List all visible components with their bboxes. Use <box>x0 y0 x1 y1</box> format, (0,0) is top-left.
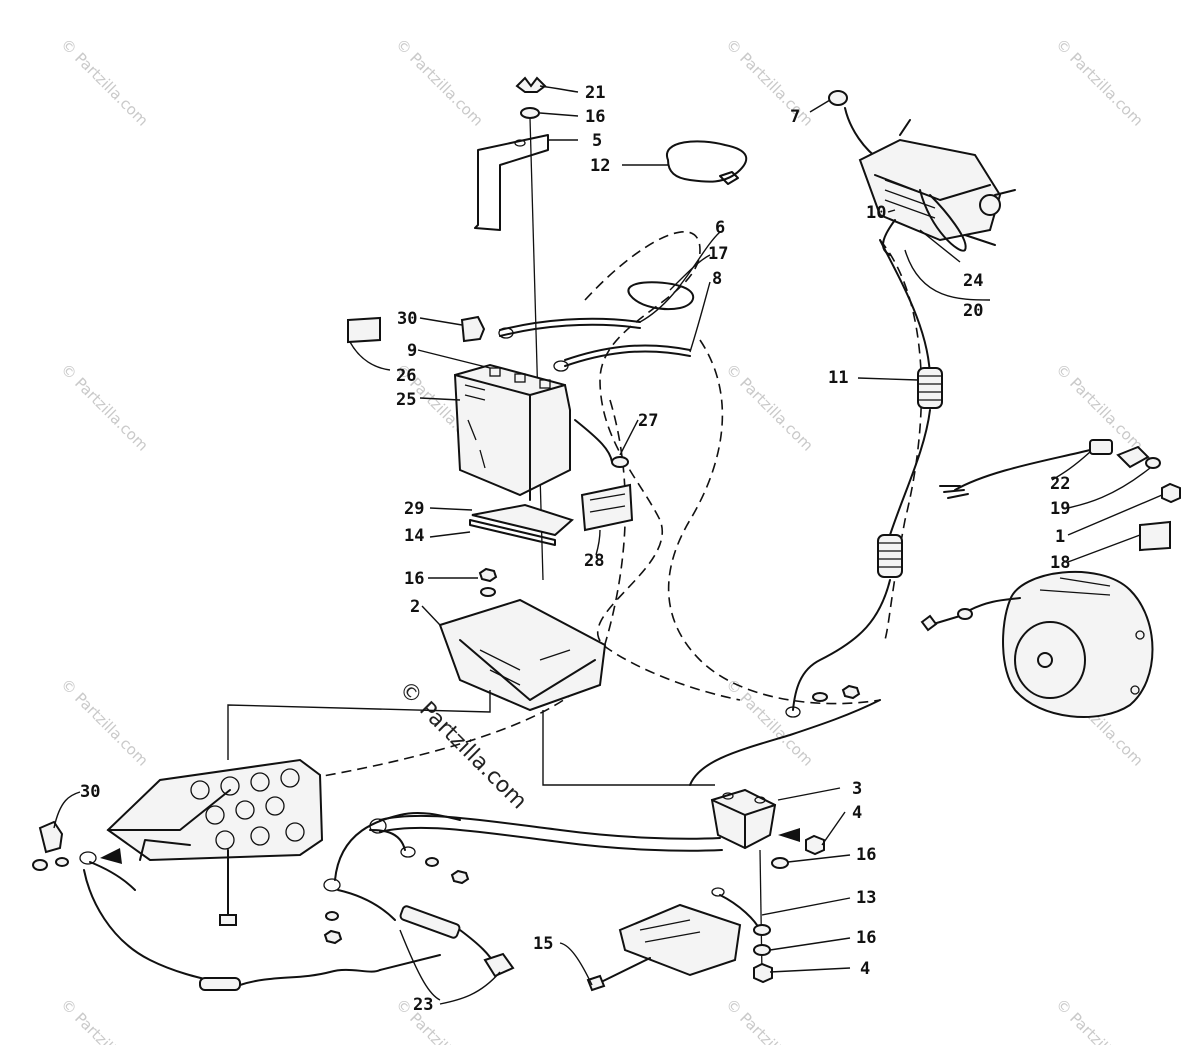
watermark: © Partzilla.com <box>392 995 487 1045</box>
callout-17: 17 <box>708 244 728 264</box>
callout-14: 14 <box>404 526 424 546</box>
pointer-arrow <box>778 828 800 842</box>
strap-24 <box>919 189 967 252</box>
switch-19 <box>1116 445 1161 469</box>
vent-fitting-27 <box>574 419 629 468</box>
watermark: © Partzilla.com <box>722 35 817 130</box>
harness-23 <box>323 811 515 978</box>
bolt-15 <box>586 957 651 992</box>
cap-1 <box>1161 482 1181 504</box>
harness-22 <box>939 439 1113 499</box>
hold-down-bracket-5 <box>474 134 549 231</box>
washer-16-lower <box>753 924 771 956</box>
callout-8: 8 <box>712 269 722 289</box>
callout-6: 6 <box>715 218 725 238</box>
callout-25: 25 <box>396 390 416 410</box>
callout-19: 19 <box>1050 499 1070 519</box>
callout-3: 3 <box>852 779 862 799</box>
callout-16: 16 <box>856 928 876 948</box>
solenoid-stud <box>759 849 763 976</box>
watermark: © Partzilla.com <box>57 675 152 770</box>
callout-leaders <box>53 85 1163 1005</box>
hold-down-rod <box>529 117 544 581</box>
nut-4-lower <box>753 962 773 984</box>
ground-cable <box>32 851 381 991</box>
watermark: © Partzilla.com <box>1052 35 1147 130</box>
callout-9: 9 <box>407 341 417 361</box>
callout-26: 26 <box>396 366 416 386</box>
callout-18: 18 <box>1050 553 1070 573</box>
callout-28: 28 <box>584 551 604 571</box>
decal-26 <box>347 316 381 344</box>
battery-cable-8 <box>553 344 691 372</box>
callout-30: 30 <box>397 309 417 329</box>
callout-16: 16 <box>856 845 876 865</box>
watermark: © Partzilla.com <box>392 35 487 130</box>
assembly-guide-line <box>542 710 715 786</box>
battery-pad-29 <box>471 503 574 537</box>
wing-nut-21 <box>515 76 547 93</box>
callout-22: 22 <box>1050 474 1070 494</box>
callout-labels: 21 16 5 12 6 17 8 30 9 26 25 27 29 14 28… <box>80 83 1070 1015</box>
callout-16: 16 <box>404 569 424 589</box>
washer-16-right <box>771 857 789 869</box>
washer-16 <box>520 107 540 119</box>
callout-1: 1 <box>1055 527 1065 547</box>
watermark: © Partzilla.com <box>722 360 817 455</box>
callout-16: 16 <box>585 107 605 127</box>
engine-block <box>106 758 324 862</box>
callout-27: 27 <box>638 411 658 431</box>
callout-7: 7 <box>790 107 800 127</box>
starter-wire-11 <box>785 239 943 718</box>
callout-4: 4 <box>860 959 870 979</box>
battery-25 <box>453 363 571 501</box>
callout-2: 2 <box>410 597 420 617</box>
heat-shield-28 <box>580 483 634 532</box>
bolt <box>219 849 237 926</box>
watermark: © Partzilla.com <box>722 675 817 770</box>
watermark: © Partzilla.com <box>57 360 152 455</box>
starter-motor <box>828 90 1016 256</box>
callout-20: 20 <box>963 301 983 321</box>
battery-tray-2 <box>438 598 607 712</box>
nut-washer <box>812 684 861 702</box>
terminal-boot-30 <box>460 315 486 343</box>
callout-15: 15 <box>533 934 553 954</box>
callout-24: 24 <box>963 271 983 291</box>
watermark: © Partzilla.com <box>1052 995 1147 1045</box>
nut-16 <box>478 567 498 597</box>
callout-10: 10 <box>866 203 886 223</box>
callout-5: 5 <box>592 131 602 151</box>
callout-23: 23 <box>413 995 433 1015</box>
callout-13: 13 <box>856 888 876 908</box>
callout-4: 4 <box>852 803 862 823</box>
starter-cable <box>369 814 723 852</box>
strap-12 <box>665 140 748 185</box>
watermark: © Partzilla.com <box>57 35 152 130</box>
battery-pad-14 <box>469 519 556 546</box>
watermark: © Partzilla.com <box>722 995 817 1045</box>
callout-11: 11 <box>828 368 848 388</box>
callout-21: 21 <box>585 83 605 103</box>
decal-18 <box>1139 520 1171 552</box>
battery-cable-6 <box>498 317 641 339</box>
watermark: © Partzilla.com <box>57 995 152 1045</box>
nut-7 <box>828 90 848 106</box>
nut-4-upper <box>805 834 825 856</box>
assembly-guide-line <box>227 690 491 760</box>
terminal-boot-30-left <box>38 820 64 854</box>
callout-30: 30 <box>80 782 100 802</box>
solenoid-3 <box>689 699 881 850</box>
callout-29: 29 <box>404 499 424 519</box>
callout-12: 12 <box>590 156 610 176</box>
band-17 <box>627 281 695 311</box>
pointer-arrow <box>100 848 122 864</box>
magneto-housing <box>920 570 1154 718</box>
